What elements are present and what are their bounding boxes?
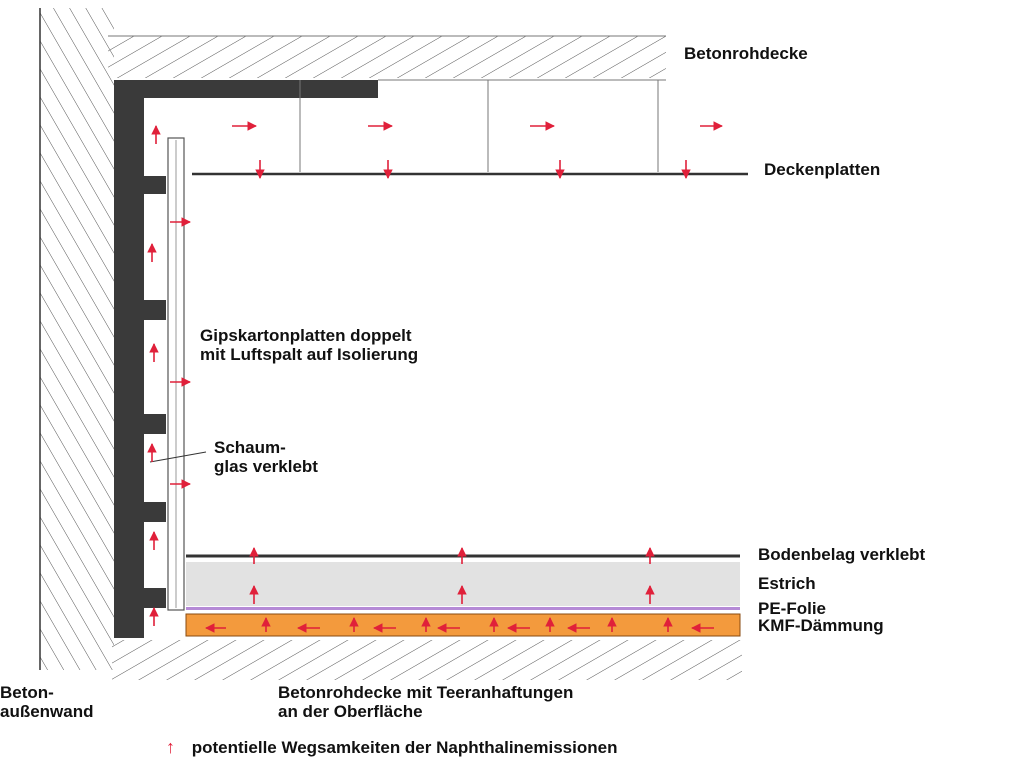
kmf-insulation-layer	[185, 613, 741, 637]
pe-foil-layer	[186, 607, 740, 610]
gypsum-board	[167, 137, 185, 611]
wall-frame	[114, 80, 378, 638]
label-estrich: Estrich	[758, 574, 816, 593]
label-betonrohdecke-top: Betonrohdecke	[684, 44, 808, 63]
label-schaumglas-line1: Schaum-	[214, 438, 286, 457]
legend: ↑ potentielle Wegsamkeiten der Naphthali…	[166, 737, 618, 758]
label-floor-slab-line2: an der Oberfläche	[278, 702, 423, 721]
ceiling-slab-hatch	[108, 35, 666, 78]
label-schaumglas-line2: glas verklebt	[214, 457, 318, 476]
label-gipskarton-line1: Gipskartonplatten doppelt	[200, 326, 412, 345]
schaumglas-leader	[149, 451, 207, 463]
label-gipskarton-line2: mit Luftspalt auf Isolierung	[200, 345, 419, 364]
floor-slab-hatch	[112, 640, 742, 680]
label-beton-line1: Beton-	[0, 683, 54, 702]
label-beton-line2: außenwand	[0, 702, 94, 721]
label-floor-slab-line1: Betonrohdecke mit Teeranhaftungen	[278, 683, 574, 702]
emission-arrows	[147, 121, 723, 633]
exterior-wall-hatch	[39, 8, 114, 670]
label-bodenbelag: Bodenbelag verklebt	[758, 545, 926, 564]
screed-layer	[186, 562, 740, 606]
ceiling-grid	[299, 79, 666, 172]
legend-text: potentielle Wegsamkeiten der Naphthaline…	[191, 738, 618, 757]
label-deckenplatten: Deckenplatten	[764, 160, 881, 179]
legend-arrow-icon: ↑	[166, 737, 175, 757]
label-pe-folie: PE-Folie	[758, 599, 827, 618]
label-kmf-daemmung: KMF-Dämmung	[758, 616, 884, 635]
